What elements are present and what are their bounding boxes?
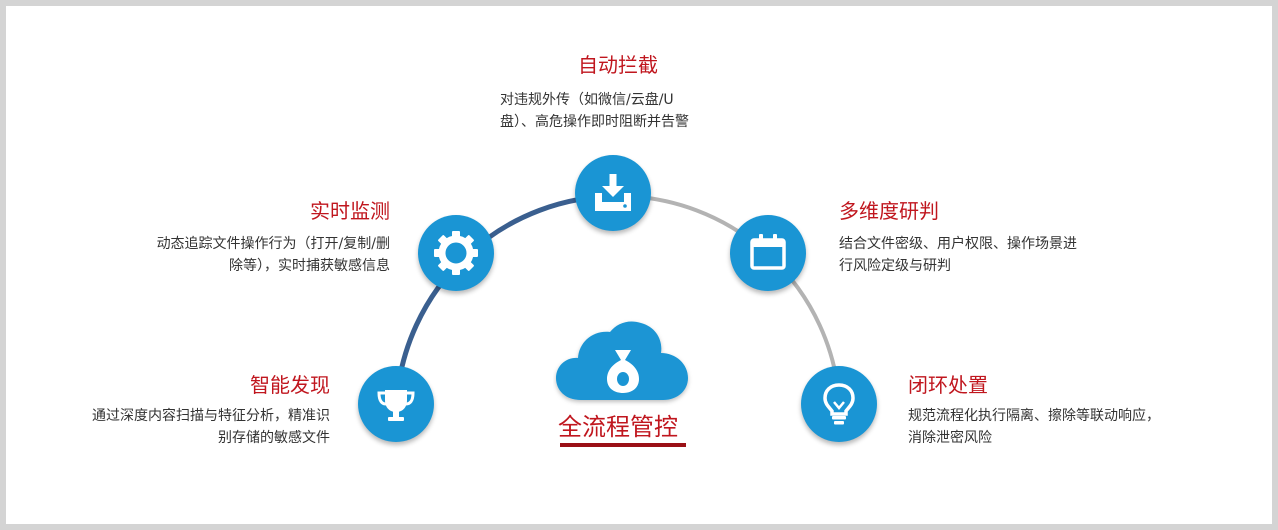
stage-desc-line: 规范流程化执行隔离、擦除等联动响应， bbox=[908, 408, 1160, 424]
center-title-underline bbox=[560, 443, 686, 447]
calendar-icon bbox=[750, 234, 786, 270]
stage-node-assess[interactable] bbox=[730, 215, 806, 291]
stage-desc-assess: 结合文件密级、用户权限、操作场景进 行风险定级与研判 bbox=[839, 233, 1149, 277]
gear-icon bbox=[434, 231, 478, 275]
stage-desc-line: 盘）、高危操作即时阻断并告警 bbox=[500, 114, 689, 130]
stage-desc-line: 结合文件密级、用户权限、操作场景进 bbox=[839, 236, 1077, 252]
stage-node-monitor[interactable] bbox=[418, 215, 494, 291]
stage-desc-line: 别存储的敏感文件 bbox=[218, 430, 330, 446]
stage-title-monitor: 实时监测 bbox=[310, 199, 390, 223]
lightbulb-icon bbox=[823, 383, 855, 425]
trophy-icon bbox=[377, 390, 415, 421]
stage-node-discover[interactable] bbox=[358, 366, 434, 442]
stage-node-block[interactable] bbox=[575, 155, 651, 231]
stage-desc-line: 消除泄密风险 bbox=[908, 430, 992, 446]
stage-title-block: 自动拦截 bbox=[578, 53, 658, 77]
stage-desc-discover: 通过深度内容扫描与特征分析，精准识 别存储的敏感文件 bbox=[30, 405, 330, 449]
download-tray-icon bbox=[595, 174, 631, 211]
stage-title-respond: 闭环处置 bbox=[908, 373, 988, 397]
stage-desc-respond: 规范流程化执行隔离、擦除等联动响应， 消除泄密风险 bbox=[908, 405, 1228, 449]
stage-desc-line: 对违规外传（如微信/云盘/U bbox=[500, 92, 674, 108]
stage-title-assess: 多维度研判 bbox=[839, 199, 939, 223]
stage-desc-line: 除等），实时捕获敏感信息 bbox=[229, 258, 390, 274]
stage-desc-line: 行风险定级与研判 bbox=[839, 258, 951, 274]
stage-desc-line: 通过深度内容扫描与特征分析，精准识 bbox=[92, 408, 330, 424]
stage-title-discover: 智能发现 bbox=[250, 373, 330, 397]
center-title: 全流程管控 bbox=[558, 413, 678, 441]
stage-desc-monitor: 动态追踪文件操作行为（打开/复制/删 除等），实时捕获敏感信息 bbox=[90, 233, 390, 277]
stage-desc-block: 对违规外传（如微信/云盘/U 盘）、高危操作即时阻断并告警 bbox=[500, 89, 760, 133]
stage-desc-line: 动态追踪文件操作行为（打开/复制/删 bbox=[156, 236, 390, 252]
cloud-money-bag-icon bbox=[556, 321, 688, 400]
stage-node-respond[interactable] bbox=[801, 366, 877, 442]
